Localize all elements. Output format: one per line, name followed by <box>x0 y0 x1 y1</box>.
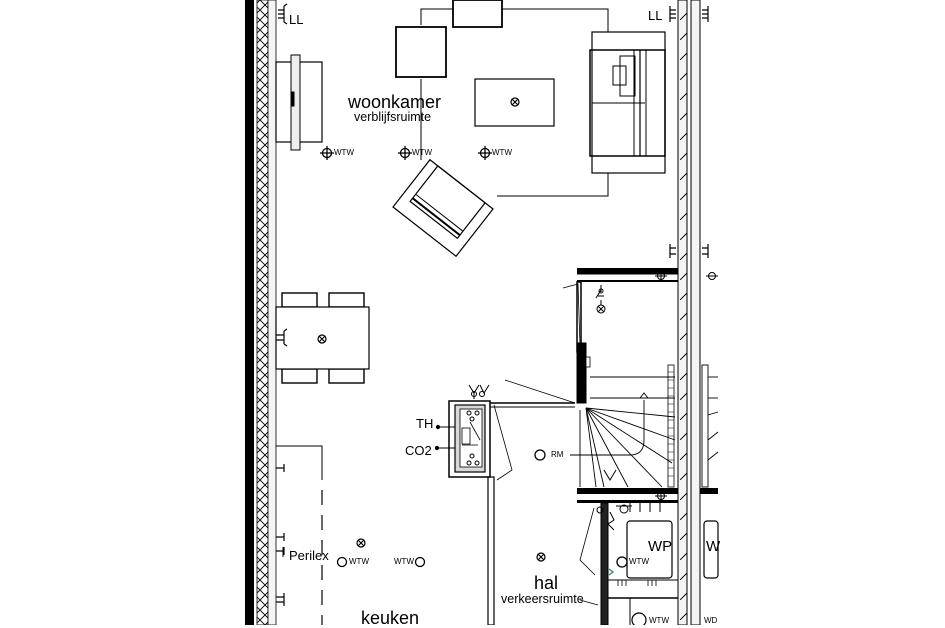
room-function-woonkamer: verblijfsruimte <box>354 110 432 124</box>
socket-ll-left-icon <box>278 3 288 25</box>
perilex-socket-icon <box>276 547 284 557</box>
hal-walls <box>487 379 576 625</box>
room-name-wp-neighbor: W <box>706 538 721 555</box>
wtw-vent-icon-wp <box>616 556 628 568</box>
wtw-label: WTW <box>649 616 669 625</box>
kitchen-counter-outline <box>276 445 323 625</box>
wtw-vent-icon <box>320 146 492 160</box>
footstool <box>452 0 503 28</box>
meter-cupboard <box>448 384 491 478</box>
tv-cabinet <box>275 54 323 151</box>
wtw-label: WTW <box>349 557 369 566</box>
wtw-vent-icon-keuken <box>336 556 426 568</box>
wtw-label: WTW <box>334 148 354 157</box>
room-name-wp: WP <box>648 538 673 555</box>
duct-connector-icon <box>608 568 615 576</box>
wtw-label: WTW <box>412 148 432 157</box>
co2-sensor-label: CO2 <box>405 443 432 458</box>
staircase <box>570 364 678 503</box>
room-name-woonkamer: woonkamer <box>348 92 442 112</box>
wtw-label: WTW <box>394 557 414 566</box>
wp-technical-room <box>579 490 719 625</box>
ceiling-light-dining-icon <box>317 334 327 344</box>
armchair-rotated <box>392 158 494 258</box>
socket-dining-icon <box>276 328 288 347</box>
toilet-light-switch-icon <box>595 285 606 314</box>
socket-ll-right-icon <box>669 6 709 258</box>
smoke-detector-icon <box>534 449 546 461</box>
toilet-room-walls <box>562 268 678 404</box>
wtw-vent-icon-toilet <box>655 270 718 282</box>
wtw-label: WD <box>704 616 718 625</box>
ll-socket-label-left: LL <box>289 12 304 27</box>
left-exterior-wall <box>245 0 277 625</box>
right-party-wall <box>677 0 701 625</box>
perilex-label: Perilex <box>289 548 329 563</box>
wtw-label: WTW <box>629 557 649 566</box>
neighbor-stair <box>700 364 719 494</box>
ll-socket-label-right: LL <box>648 8 663 23</box>
smoke-detector-label: RM <box>551 450 564 459</box>
living-room-rug <box>420 8 609 197</box>
ceiling-light-keuken-icon <box>356 538 366 548</box>
ceiling-light-hal-icon <box>536 552 546 562</box>
armchair-square <box>395 26 447 78</box>
wtw-label: WTW <box>492 148 512 157</box>
thermostat-label: TH <box>416 416 434 431</box>
coffee-table <box>474 78 555 127</box>
th-co2-connectors <box>434 424 455 451</box>
room-function-hal: verkeersruimte <box>501 592 584 606</box>
room-name-hal: hal <box>534 573 559 593</box>
sofa <box>589 31 666 174</box>
kitchen-socket-icons <box>276 464 285 606</box>
ceiling-light-icon <box>510 97 520 107</box>
room-name-keuken: keuken <box>361 608 420 628</box>
